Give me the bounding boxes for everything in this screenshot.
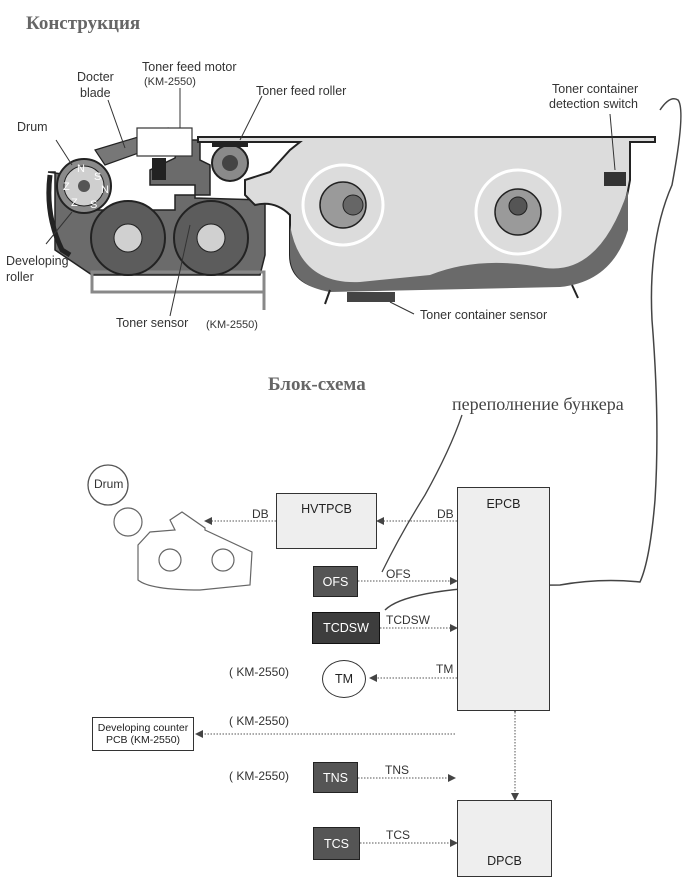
dpcb-label: DPCB bbox=[487, 854, 522, 868]
developer-outline-roller-1 bbox=[158, 548, 182, 572]
toner-sensor-model: (KM-2550) bbox=[206, 319, 258, 331]
hopper-foot-right bbox=[571, 284, 579, 299]
tm-label: TM bbox=[334, 672, 354, 686]
agitator-left-core bbox=[342, 194, 364, 216]
docter-blade-label-1: Docter bbox=[77, 70, 114, 84]
signal-tcs: TCS bbox=[386, 828, 410, 842]
tcdsw-block: TCDSW bbox=[312, 612, 380, 644]
pole-label: N bbox=[101, 184, 109, 196]
developer-outline-roller-2 bbox=[211, 548, 235, 572]
docter-blade-label-2: blade bbox=[80, 86, 111, 100]
hopper-foot-left bbox=[324, 289, 331, 305]
leader-detection-switch bbox=[609, 113, 616, 171]
developer-outline bbox=[137, 511, 253, 591]
pole-label: Z bbox=[71, 197, 78, 209]
drum-core bbox=[78, 180, 90, 192]
tm-block: TM bbox=[322, 660, 366, 698]
feed-roller-bracket bbox=[212, 141, 248, 147]
leader-drum bbox=[55, 139, 73, 166]
hvtpcb-label: HVTPCB bbox=[301, 502, 352, 516]
leader-feed-roller bbox=[239, 95, 263, 141]
overflow-annotation: переполнение бункера bbox=[452, 394, 624, 414]
agitator-right-path bbox=[474, 168, 562, 256]
leader-container-sensor bbox=[389, 301, 415, 315]
toner-container-sensor-block bbox=[347, 292, 395, 302]
signal-ofs: OFS bbox=[386, 567, 411, 581]
developing-roller-label-2: roller bbox=[6, 270, 34, 284]
pole-label: N bbox=[77, 163, 85, 175]
pole-label: S bbox=[94, 171, 102, 183]
hvtpcb-block: HVTPCB bbox=[276, 493, 377, 549]
epcb-block: EPCB bbox=[457, 487, 550, 711]
ofs-block: OFS bbox=[313, 566, 358, 597]
ofs-label: OFS bbox=[322, 574, 349, 589]
developing-roller-right-inner bbox=[196, 223, 226, 253]
pole-label: S bbox=[90, 199, 98, 211]
developer-outline-drum bbox=[113, 507, 143, 537]
block-diagram-heading: Блок-схема bbox=[268, 374, 366, 395]
signal-tcdsw: TCDSW bbox=[386, 613, 430, 627]
toner-container-switch bbox=[604, 172, 626, 186]
developing-roller-left-inner bbox=[113, 223, 143, 253]
pole-label: Z bbox=[63, 181, 70, 193]
toner-feed-motor-label: Toner feed motor bbox=[142, 60, 237, 74]
construction-heading: Конструкция bbox=[26, 13, 141, 34]
agitator-left-path bbox=[301, 163, 385, 247]
detection-switch-connector bbox=[384, 98, 682, 611]
signal-db-left: DB bbox=[252, 507, 269, 521]
tcs-block: TCS bbox=[313, 827, 360, 860]
drum-shield bbox=[46, 174, 72, 258]
signal-tns: TNS bbox=[385, 763, 409, 777]
signal-db-right: DB bbox=[437, 507, 454, 521]
toner-feed-motor-box bbox=[136, 127, 193, 157]
drum-block-circle bbox=[87, 464, 129, 506]
signal-tm: TM bbox=[436, 662, 454, 676]
toner-level bbox=[290, 190, 628, 292]
developing-counter-block: Developing counter PCB (KM-2550) bbox=[92, 717, 194, 751]
toner-feed-roller-core bbox=[222, 155, 238, 171]
motor-mount bbox=[152, 158, 166, 180]
drum-block-label: Drum bbox=[94, 477, 124, 491]
agitator-right-core bbox=[508, 196, 528, 216]
leader-toner-sensor bbox=[169, 224, 191, 317]
tns-block: TNS bbox=[313, 762, 358, 793]
toner-container-detection-label-1: Toner container bbox=[552, 82, 639, 96]
model-note-tns: ( KM-2550) bbox=[229, 769, 290, 783]
developing-counter-label-2: PCB (KM-2550) bbox=[105, 734, 181, 746]
toner-feed-motor-model: (KM-2550) bbox=[144, 76, 196, 88]
toner-container-detection-label-2: detection switch bbox=[549, 97, 638, 111]
tcdsw-label: TCDSW bbox=[323, 621, 369, 635]
leader-developing-roller bbox=[45, 211, 73, 245]
developing-counter-label-1: Developing counter bbox=[97, 722, 189, 734]
overflow-annotation-leader bbox=[381, 414, 463, 573]
tns-label: TNS bbox=[323, 770, 348, 785]
developing-roller-label-1: Developing bbox=[6, 254, 69, 268]
dpcb-block: DPCB bbox=[457, 800, 552, 877]
leader-docter-blade bbox=[107, 99, 126, 149]
toner-feed-roller-label: Toner feed roller bbox=[256, 84, 347, 98]
model-note-tm: ( KM-2550) bbox=[229, 665, 290, 679]
developer-tray bbox=[90, 270, 266, 294]
epcb-label: EPCB bbox=[486, 497, 521, 511]
model-note-dev-counter: ( KM-2550) bbox=[229, 714, 290, 728]
toner-sensor-label: Toner sensor bbox=[116, 316, 189, 330]
toner-container-sensor-label: Toner container sensor bbox=[420, 308, 548, 322]
tcs-label: TCS bbox=[324, 836, 349, 851]
drum-label: Drum bbox=[17, 120, 48, 134]
